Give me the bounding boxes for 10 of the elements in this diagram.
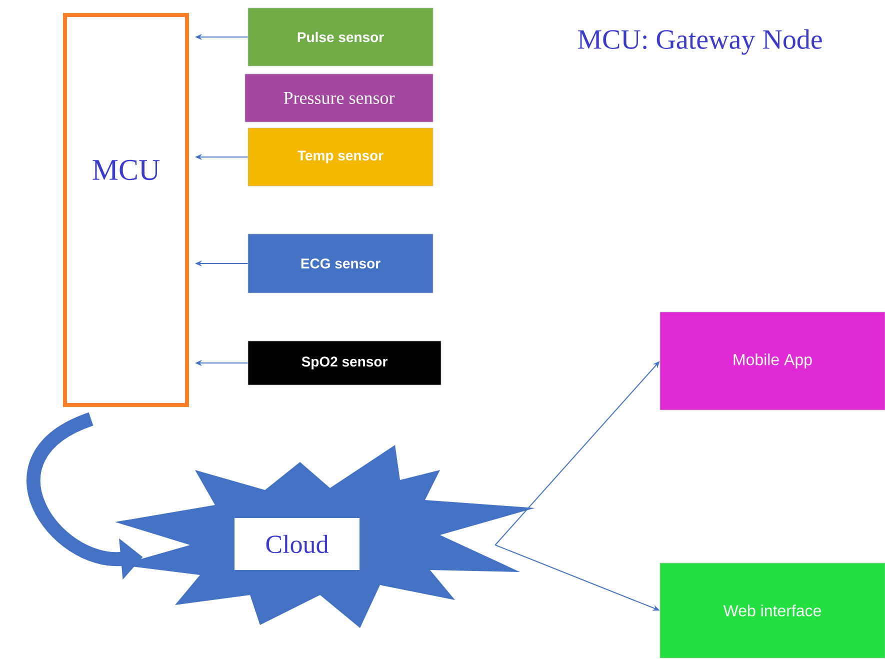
app-box: Mobile App bbox=[660, 312, 885, 410]
mcu-box: MCU bbox=[63, 13, 189, 407]
web-box: Web interface bbox=[660, 562, 885, 658]
sensor-box: SpO2 sensor bbox=[248, 340, 442, 386]
sensor-box: Pulse sensor bbox=[248, 8, 434, 66]
sensor-box: Pressure sensor bbox=[244, 74, 434, 122]
cloud-burst: Cloud bbox=[115, 445, 535, 628]
sensor-box: Temp sensor bbox=[248, 128, 434, 186]
title: MCU: Gateway Node bbox=[578, 29, 822, 55]
sensor-box: ECG sensor bbox=[248, 234, 434, 294]
